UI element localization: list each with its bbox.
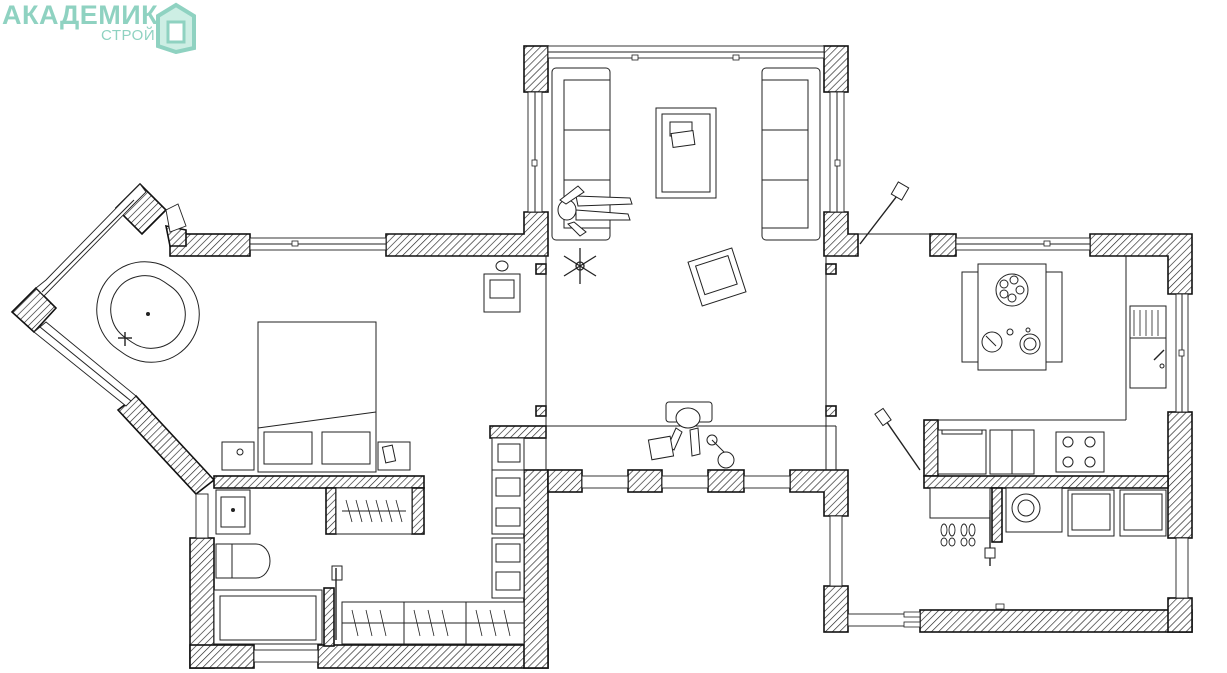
wall-segment xyxy=(323,587,335,647)
wall-segment xyxy=(823,45,849,93)
person-at-desk xyxy=(647,401,735,469)
bathtub xyxy=(96,261,200,363)
wall-segment xyxy=(929,233,957,257)
window xyxy=(195,493,209,539)
window xyxy=(1175,537,1189,599)
wall-segment xyxy=(1089,233,1193,295)
walls xyxy=(10,45,1193,669)
radiators xyxy=(903,603,1005,628)
window xyxy=(661,475,709,489)
wall-segment xyxy=(523,469,549,669)
nightstand-right xyxy=(377,441,411,471)
doors xyxy=(335,181,996,640)
window xyxy=(35,183,147,297)
wall-segment xyxy=(823,211,859,257)
armchair xyxy=(687,247,747,307)
wall-segment xyxy=(923,419,939,477)
wall-segment xyxy=(991,487,1003,543)
coffee-table xyxy=(655,107,717,199)
brand-logo[interactable]: АКАДЕМИК СТРОЙ xyxy=(0,0,200,56)
windows xyxy=(33,45,1189,663)
wall-segment xyxy=(627,469,663,493)
wardrobe-corridor xyxy=(331,565,525,645)
kitchen-counter xyxy=(937,429,1105,475)
window xyxy=(581,475,629,489)
snowflake-decor xyxy=(563,248,597,284)
wall-segment xyxy=(535,405,547,417)
toilet xyxy=(215,543,271,579)
wall-segment xyxy=(707,469,745,493)
appliance-cabinets xyxy=(1067,489,1167,537)
shower-tray xyxy=(213,589,323,645)
window xyxy=(253,649,319,663)
wall-segment xyxy=(10,286,58,334)
window xyxy=(847,613,921,627)
wall-segment xyxy=(789,469,849,517)
wall-segment xyxy=(923,475,1169,489)
wall-segment xyxy=(547,469,583,493)
sink-bathroom xyxy=(215,489,251,535)
wall-segment xyxy=(385,211,549,257)
nightstand-left xyxy=(221,441,255,471)
sofa-right xyxy=(761,67,821,241)
dining-table xyxy=(961,263,1063,371)
window xyxy=(829,515,843,587)
wall-segment xyxy=(535,263,547,275)
wall-segment xyxy=(919,609,1193,633)
shoe-rack xyxy=(929,487,991,547)
wall-segment xyxy=(825,405,837,417)
kitchen-sink xyxy=(1129,305,1167,389)
desk-with-chair xyxy=(483,260,521,313)
wall-segment xyxy=(213,475,425,489)
person-on-sofa xyxy=(557,185,633,237)
window xyxy=(165,203,187,233)
wall-segment xyxy=(325,487,337,535)
brand-name: АКАДЕМИК xyxy=(2,0,159,30)
wall-segment xyxy=(523,45,549,93)
bed xyxy=(257,321,377,473)
house-outline-icon xyxy=(156,2,196,54)
wall-segment xyxy=(825,263,837,275)
wall-segment xyxy=(823,585,849,633)
wall-segment xyxy=(1167,411,1193,539)
wall-segment xyxy=(317,644,549,669)
washing-machine xyxy=(1005,487,1063,533)
window xyxy=(743,475,791,489)
wall-segment xyxy=(189,644,255,669)
wall-segment xyxy=(116,394,216,496)
wall-segment xyxy=(489,425,547,439)
wall-segment xyxy=(411,487,425,535)
wall-segment xyxy=(1167,597,1193,633)
wardrobe-bedroom xyxy=(335,487,413,535)
brand-subtitle: СТРОЙ xyxy=(101,27,156,44)
storage-shelves xyxy=(491,437,525,599)
